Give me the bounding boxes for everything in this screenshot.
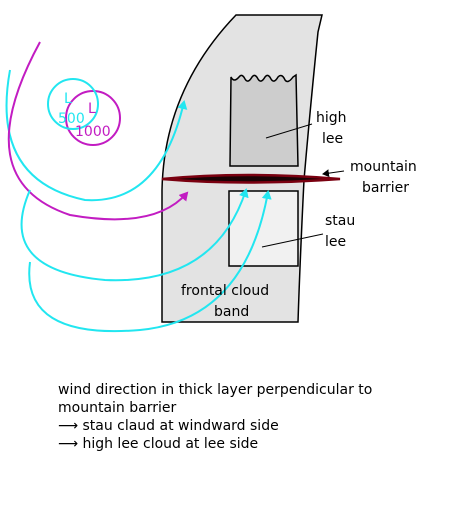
- wind-arc-cyan-3: [28, 190, 272, 333]
- high-lee-cloud: [229, 73, 299, 167]
- barrier-pointer: [322, 169, 345, 178]
- wind-arc-cyan-2: [20, 188, 249, 282]
- frontal-cloud-band: [161, 14, 323, 323]
- long-right-arrow-icon: ⟶: [58, 418, 79, 434]
- stau-lee-label-line1: stau: [325, 213, 355, 229]
- wind-arc-cyan-1: [5, 69, 188, 202]
- low-1000-symbol: L: [88, 101, 96, 117]
- caption-line-3: ⟶ stau claud at windward side: [58, 417, 372, 435]
- stau-lee-label-line2: lee: [325, 234, 346, 250]
- frontal-cloud-band-label-line1: frontal cloud: [181, 283, 269, 299]
- caption-line-1: wind direction in thick layer perpendicu…: [58, 382, 373, 398]
- stau-lee-cloud: [228, 190, 299, 267]
- low-1000-value: 1000: [75, 124, 111, 140]
- low-pressure-500-contour: [47, 78, 99, 130]
- caption-line-3-text: stau claud at windward side: [82, 418, 279, 434]
- mountain-barrier-label-line2: barrier: [362, 180, 409, 196]
- mountain-barrier-label-line1: mountain: [350, 159, 417, 175]
- low-pressure-1000-contour: [65, 90, 121, 146]
- high-lee-pointer: [265, 123, 313, 139]
- mountain-barrier: [161, 173, 341, 184]
- caption-line-2: mountain barrier: [58, 400, 177, 416]
- high-lee-label-line2: lee: [322, 131, 343, 147]
- low-500-symbol: L: [64, 91, 72, 107]
- wind-arc-magenta-1: [7, 41, 189, 221]
- caption: wind direction in thick layer perpendicu…: [58, 381, 372, 453]
- low-500-value: 500: [58, 111, 85, 127]
- caption-line-4-text: high lee cloud at lee side: [82, 436, 259, 452]
- frontal-cloud-band-label-line2: band: [214, 304, 249, 320]
- stau-lee-pointer: [261, 233, 324, 248]
- high-lee-label-line1: high: [316, 110, 347, 126]
- long-right-arrow-icon: ⟶: [58, 436, 79, 452]
- caption-line-4: ⟶ high lee cloud at lee side: [58, 435, 372, 453]
